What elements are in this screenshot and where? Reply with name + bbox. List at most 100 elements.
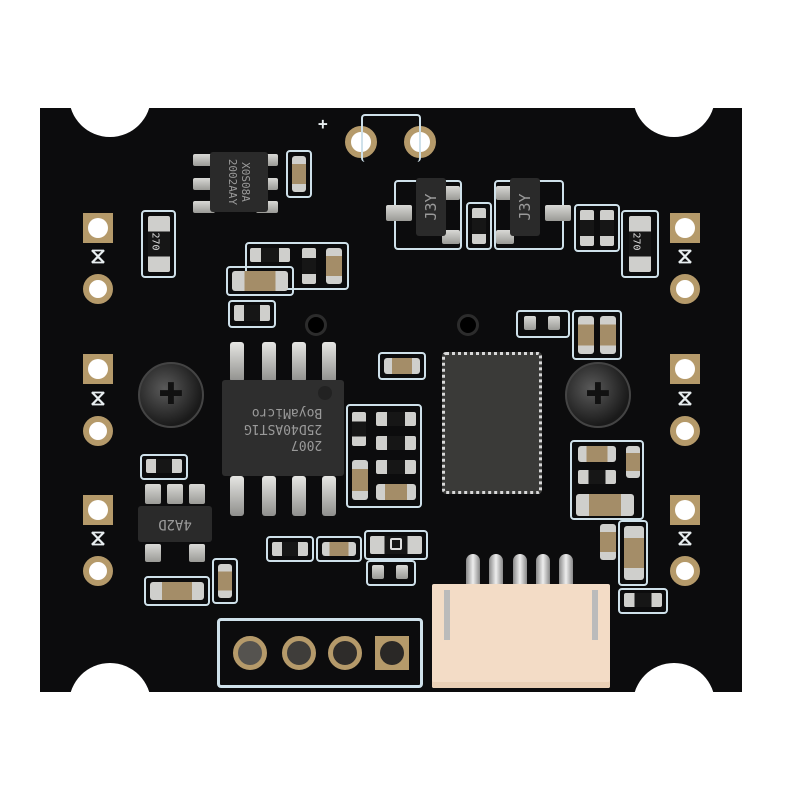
pad (524, 316, 536, 330)
header-4pin-outline (217, 618, 423, 688)
resistor (376, 412, 416, 426)
resistor (578, 470, 616, 484)
corner-notch-top-left (69, 55, 151, 137)
led-symbol-icon: ⧖ (677, 386, 693, 411)
ic-lead (292, 342, 306, 382)
pin1-dot (318, 386, 332, 400)
top-left-ic: X0S08A 2002AAY (210, 152, 268, 212)
regulator-ic: 4A2D (138, 506, 212, 542)
jst-5pin-connector[interactable] (432, 584, 610, 688)
capacitor (218, 564, 232, 598)
jst-latch-right (592, 590, 598, 640)
ic-lead (262, 342, 276, 382)
ic-lead (322, 476, 336, 516)
regulator-pad (145, 544, 161, 562)
transistor-left: J3Y (416, 178, 446, 236)
resistor (272, 542, 308, 556)
pad (372, 565, 384, 579)
resistor-outline (266, 536, 314, 562)
mounting-screw-left (138, 362, 204, 428)
ic-lead (322, 342, 336, 382)
resistor-270-right-label: 270 (630, 232, 642, 251)
resistor-270-right (629, 216, 651, 272)
pad (548, 316, 560, 330)
ic-pad (193, 178, 215, 190)
resistor-outline-left (141, 210, 176, 278)
hole-center (380, 641, 404, 665)
led-symbol-icon: ⧖ (677, 526, 693, 551)
transistor-pad (496, 230, 514, 244)
resistor-pair-outline (516, 310, 570, 338)
flash-ic-brand: BoyaMicro (251, 405, 323, 420)
resistor-270-left-label: 270 (149, 232, 161, 251)
transistor-pad (386, 205, 412, 221)
transistor-pad (496, 186, 514, 200)
transistor-pad (442, 230, 460, 244)
resistor (624, 593, 662, 607)
screw-cross-icon: ✚ (158, 377, 184, 412)
led-pad-left-1b (83, 274, 113, 304)
capacitor-large (576, 494, 634, 516)
led-pad-left-1a (83, 213, 113, 243)
capacitor (376, 484, 416, 500)
resistor-outline (228, 300, 276, 328)
top-center-silkscreen (361, 114, 421, 162)
led-symbol-icon: ⧖ (90, 526, 106, 551)
capacitor (626, 446, 640, 478)
led-pad-right-2a (670, 354, 700, 384)
pad-pair-outline (366, 560, 416, 586)
led-pad-right-3b (670, 556, 700, 586)
capacitor (384, 358, 420, 374)
capacitor (600, 316, 616, 354)
via-hole (457, 314, 479, 336)
mounting-screw-right (565, 362, 631, 428)
cap-outline (316, 536, 362, 562)
led-symbol-icon: ⧖ (90, 244, 106, 269)
diode-outline (364, 530, 428, 560)
transistor-left-marking: J3Y (421, 193, 440, 221)
capacitor (352, 460, 368, 500)
regulator-marking: 4A2D (158, 516, 192, 533)
capacitor (292, 156, 306, 192)
capacitor (578, 316, 594, 354)
flash-ic-date: 2007 (290, 437, 323, 452)
capacitor (600, 524, 616, 560)
transistor-pad (545, 205, 571, 221)
transistor-pad (442, 186, 460, 200)
ic-lead (262, 476, 276, 516)
jst-latch-left (444, 590, 450, 640)
resistor-center (472, 208, 486, 244)
led-pad-left-3a (83, 495, 113, 525)
resistor (302, 248, 316, 284)
cap-pair-outline (572, 310, 622, 360)
cap-outline (618, 520, 648, 586)
resistor (234, 305, 270, 321)
led-pad-left-3b (83, 556, 113, 586)
capacitor (578, 446, 616, 462)
resistor (376, 460, 416, 474)
resistor (376, 436, 416, 450)
passive-block-outline (346, 404, 422, 508)
resistor-outline (618, 588, 668, 614)
ic-lead (230, 476, 244, 516)
capacitor-large (232, 271, 288, 291)
regulator-pad (189, 484, 205, 504)
resistor-outline-right (621, 210, 659, 278)
header-4pin-hole-4-square (375, 636, 409, 670)
corner-notch-bottom-right (633, 663, 715, 745)
led-pad-left-2b (83, 416, 113, 446)
header-4pin-hole-3 (328, 636, 362, 670)
cap-outline (226, 266, 294, 296)
cap-outline (144, 576, 210, 606)
diode (370, 536, 422, 554)
led-symbol-icon: ⧖ (90, 386, 106, 411)
ic-pad (193, 201, 215, 213)
diode-marker-icon (390, 538, 402, 550)
pad (396, 565, 408, 579)
cap-outline (286, 150, 312, 198)
led-pad-right-1a (670, 213, 700, 243)
passive-cluster-outline (570, 440, 644, 520)
capacitor (326, 248, 342, 284)
ic-lead (230, 342, 244, 382)
resistor (352, 412, 366, 446)
